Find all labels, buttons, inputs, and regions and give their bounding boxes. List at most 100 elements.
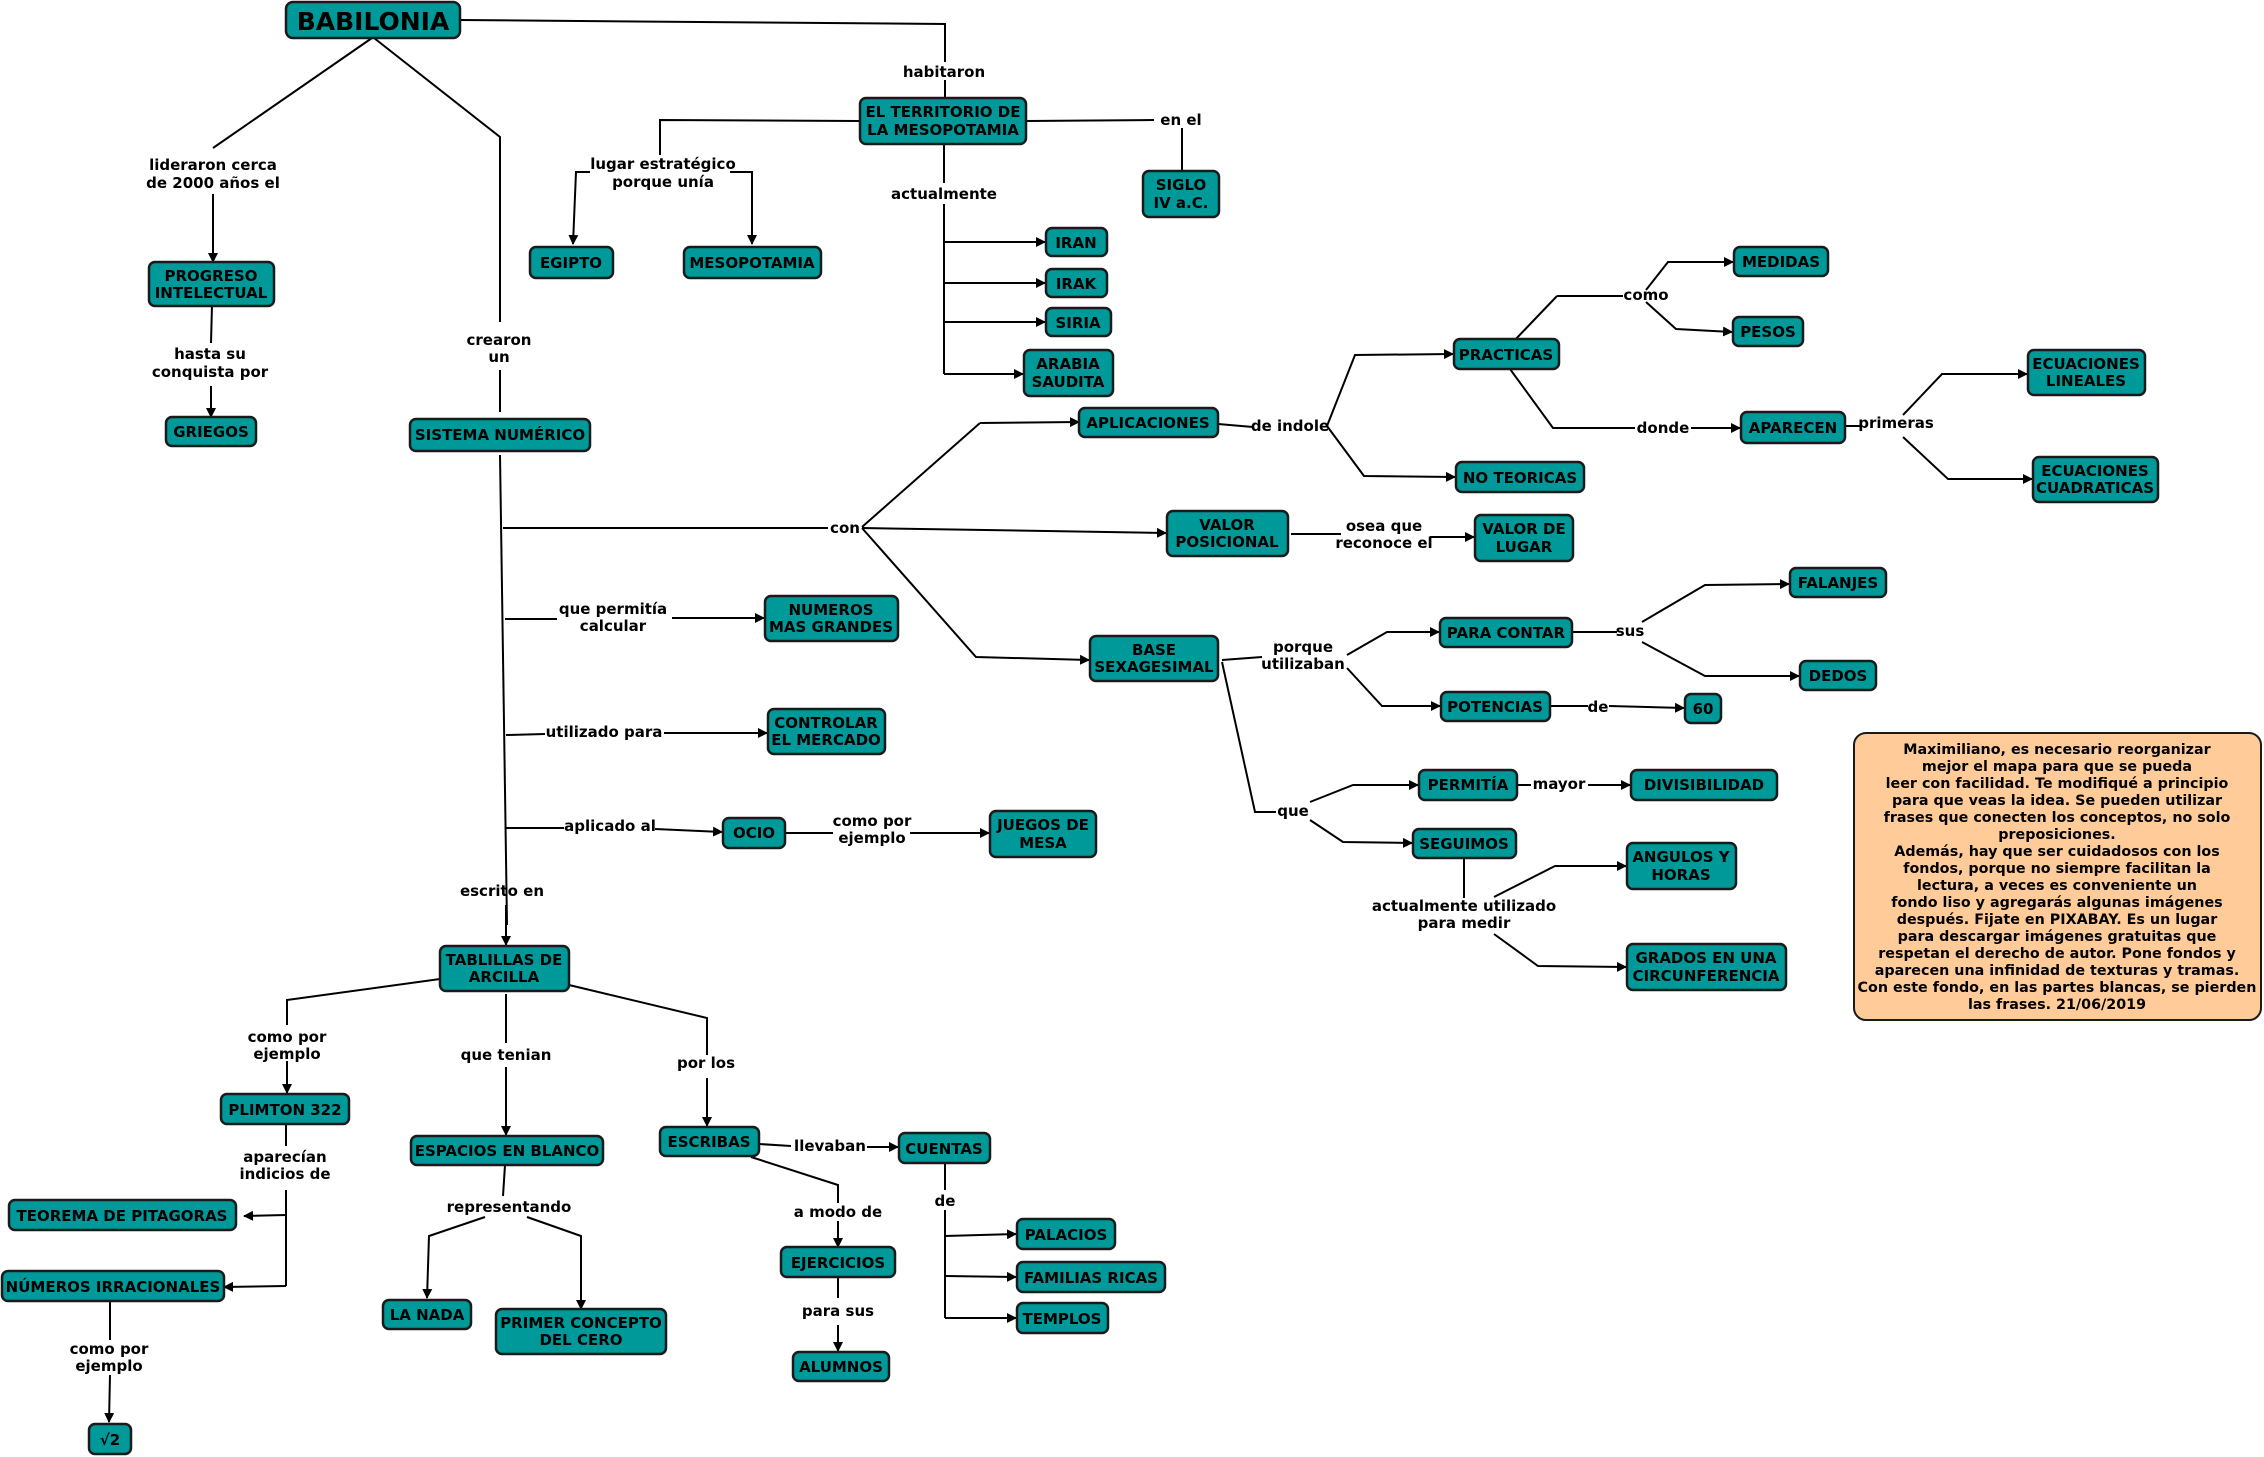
node-alumnos[interactable]: ALUMNOS — [791, 1350, 891, 1383]
label-que-tenian: que tenian — [461, 1046, 552, 1064]
node-raiz-dos[interactable]: √2 — [87, 1422, 133, 1456]
node-siria[interactable]: SIRIA — [1044, 306, 1113, 338]
node-griegos[interactable]: GRIEGOS — [164, 415, 258, 448]
node-sesenta-label: 60 — [1693, 700, 1714, 718]
node-arabia[interactable]: ARABIA SAUDITA — [1022, 348, 1115, 398]
node-pesos-label: PESOS — [1740, 323, 1796, 341]
node-irak[interactable]: IRAK — [1044, 267, 1109, 299]
label-representando: representando — [447, 1198, 572, 1216]
node-la-nada[interactable]: LA NADA — [381, 1298, 473, 1331]
node-espacios-en-blanco[interactable]: ESPACIOS EN BLANCO — [409, 1134, 605, 1167]
note-line: después. Fijate en PIXABAY. Es un lugar — [1897, 912, 2218, 928]
node-primer-cero-line2: DEL CERO — [539, 1331, 622, 1349]
node-tablillas-de-arcilla[interactable]: TABLILLAS DE ARCILLA — [438, 944, 571, 993]
label-crearon-2: un — [488, 348, 509, 366]
label-de-cuentas: de — [935, 1192, 956, 1210]
label-por-los: por los — [677, 1054, 735, 1072]
node-practicas-label: PRACTICAS — [1459, 346, 1553, 364]
label-actualmente: actualmente — [891, 185, 997, 203]
label-que: que — [1277, 802, 1309, 820]
node-dedos[interactable]: DEDOS — [1798, 659, 1878, 692]
label-de-60: de — [1588, 698, 1609, 716]
node-siglo-line1: SIGLO — [1156, 176, 1206, 194]
link-labels: habitaron en el lugar estratégico porque… — [70, 63, 1934, 1375]
label-como: como — [1623, 286, 1668, 304]
node-sistema-numerico[interactable]: SISTEMA NUMÉRICO — [408, 417, 592, 453]
node-valor-posicional-line1: VALOR — [1199, 516, 1255, 534]
node-controlar-mercado[interactable]: CONTROLAR EL MERCADO — [766, 707, 887, 756]
node-falanjes[interactable]: FALANJES — [1788, 566, 1888, 599]
node-no-teoricas[interactable]: NO TEORICAS — [1454, 460, 1586, 494]
node-templos[interactable]: TEMPLOS — [1015, 1301, 1110, 1335]
node-arabia-line1: ARABIA — [1036, 355, 1100, 373]
note-line: respetan el derecho de autor. Pone fondo… — [1878, 946, 2236, 962]
node-numeros-mas-grandes[interactable]: NUMEROS MAS GRANDES — [763, 594, 900, 643]
node-falanjes-label: FALANJES — [1798, 574, 1879, 592]
node-medidas[interactable]: MEDIDAS — [1732, 245, 1830, 278]
node-plimton-322[interactable]: PLIMTON 322 — [219, 1092, 351, 1126]
node-ecuaciones-cuadraticas[interactable]: ECUACIONES CUADRATICAS — [2031, 455, 2160, 504]
node-escribas[interactable]: ESCRIBAS — [658, 1125, 761, 1158]
node-ocio[interactable]: OCIO — [721, 816, 787, 850]
node-numeros-irracionales[interactable]: NÚMEROS IRRACIONALES — [0, 1269, 226, 1303]
node-aplicaciones-label: APLICACIONES — [1086, 414, 1209, 432]
node-palacios[interactable]: PALACIOS — [1015, 1217, 1117, 1251]
node-valor-posicional[interactable]: VALOR POSICIONAL — [1165, 509, 1290, 558]
node-valor-posicional-line2: POSICIONAL — [1175, 533, 1279, 551]
label-crearon-1: crearon — [467, 331, 532, 349]
node-grados-line1: GRADOS EN UNA — [1635, 949, 1776, 967]
node-progreso-intelectual[interactable]: PROGRESO INTELECTUAL — [147, 260, 276, 308]
node-juegos-de-mesa[interactable]: JUEGOS DE MESA — [988, 809, 1098, 859]
node-alumnos-label: ALUMNOS — [799, 1358, 883, 1376]
node-plimton-label: PLIMTON 322 — [228, 1101, 341, 1119]
node-cuentas[interactable]: CUENTAS — [897, 1131, 992, 1165]
node-aparecen[interactable]: APARECEN — [1739, 410, 1847, 445]
node-grados-line2: CIRCUNFERENCIA — [1633, 967, 1780, 985]
node-pesos[interactable]: PESOS — [1731, 315, 1805, 348]
node-valor-de-lugar[interactable]: VALOR DE LUGAR — [1473, 513, 1575, 563]
node-potencias[interactable]: POTENCIAS — [1439, 690, 1552, 723]
node-permitia-label: PERMITÍA — [1428, 775, 1509, 794]
label-actualmente-utilizado-2: para medir — [1418, 914, 1511, 932]
node-arabia-line2: SAUDITA — [1032, 373, 1105, 391]
node-para-contar[interactable]: PARA CONTAR — [1438, 616, 1574, 649]
node-egipto[interactable]: EGIPTO — [528, 245, 615, 280]
node-siglo[interactable]: SIGLO IV a.C. — [1141, 169, 1221, 219]
node-familias-label: FAMILIAS RICAS — [1024, 1269, 1158, 1287]
node-familias-ricas[interactable]: FAMILIAS RICAS — [1015, 1260, 1167, 1294]
node-ecuaciones-lineales[interactable]: ECUACIONES LINEALES — [2026, 348, 2147, 397]
label-aplicado-al: aplicado al — [564, 817, 656, 835]
node-divisibilidad-label: DIVISIBILIDAD — [1644, 776, 1764, 794]
node-permitia[interactable]: PERMITÍA — [1417, 768, 1519, 802]
node-sesenta[interactable]: 60 — [1683, 692, 1723, 725]
node-teorema-pitagoras[interactable]: TEOREMA DE PITAGORAS — [7, 1198, 238, 1232]
node-divisibilidad[interactable]: DIVISIBILIDAD — [1629, 768, 1779, 802]
node-ec-lineales-line2: LINEALES — [2046, 372, 2126, 390]
node-base-sexagesimal[interactable]: BASE SEXAGESIMAL — [1088, 634, 1220, 683]
label-utilizado-para: utilizado para — [546, 723, 663, 741]
label-como-por-ejemplo-tab-1: como por — [248, 1028, 327, 1046]
node-grados-circunferencia[interactable]: GRADOS EN UNA CIRCUNFERENCIA — [1625, 942, 1788, 992]
node-primer-concepto-cero[interactable]: PRIMER CONCEPTO DEL CERO — [494, 1307, 668, 1356]
note-line: Maximiliano, es necesario reorganizar — [1903, 742, 2211, 758]
node-aplicaciones[interactable]: APLICACIONES — [1077, 406, 1220, 439]
node-practicas[interactable]: PRACTICAS — [1452, 337, 1561, 371]
label-a-modo-de: a modo de — [794, 1203, 882, 1221]
node-cuentas-label: CUENTAS — [905, 1140, 982, 1158]
node-iran[interactable]: IRAN — [1044, 226, 1109, 258]
node-griegos-label: GRIEGOS — [173, 423, 249, 441]
label-mayor: mayor — [1533, 775, 1586, 793]
node-escribas-label: ESCRIBAS — [667, 1133, 750, 1151]
label-llevaban: llevaban — [794, 1137, 866, 1155]
node-mesopotamia[interactable]: MESOPOTAMIA — [682, 245, 823, 280]
node-babilonia[interactable]: BABILONIA — [284, 0, 462, 40]
label-porque-utilizaban-2: utilizaban — [1261, 655, 1345, 673]
node-angulos-y-horas[interactable]: ANGULOS Y HORAS — [1625, 841, 1738, 891]
node-seguimos[interactable]: SEGUIMOS — [1411, 827, 1518, 860]
label-hasta-su-1: hasta su — [174, 345, 246, 363]
node-ejercicios[interactable]: EJERCICIOS — [779, 1245, 897, 1279]
node-pitagoras-label: TEOREMA DE PITAGORAS — [17, 1207, 228, 1225]
label-lideraron-1: lideraron cerca — [149, 156, 277, 174]
label-como-por-ejemplo-ocio-2: ejemplo — [838, 829, 905, 847]
node-territorio-mesopotamia[interactable]: EL TERRITORIO DE LA MESOPOTAMIA — [858, 96, 1028, 146]
